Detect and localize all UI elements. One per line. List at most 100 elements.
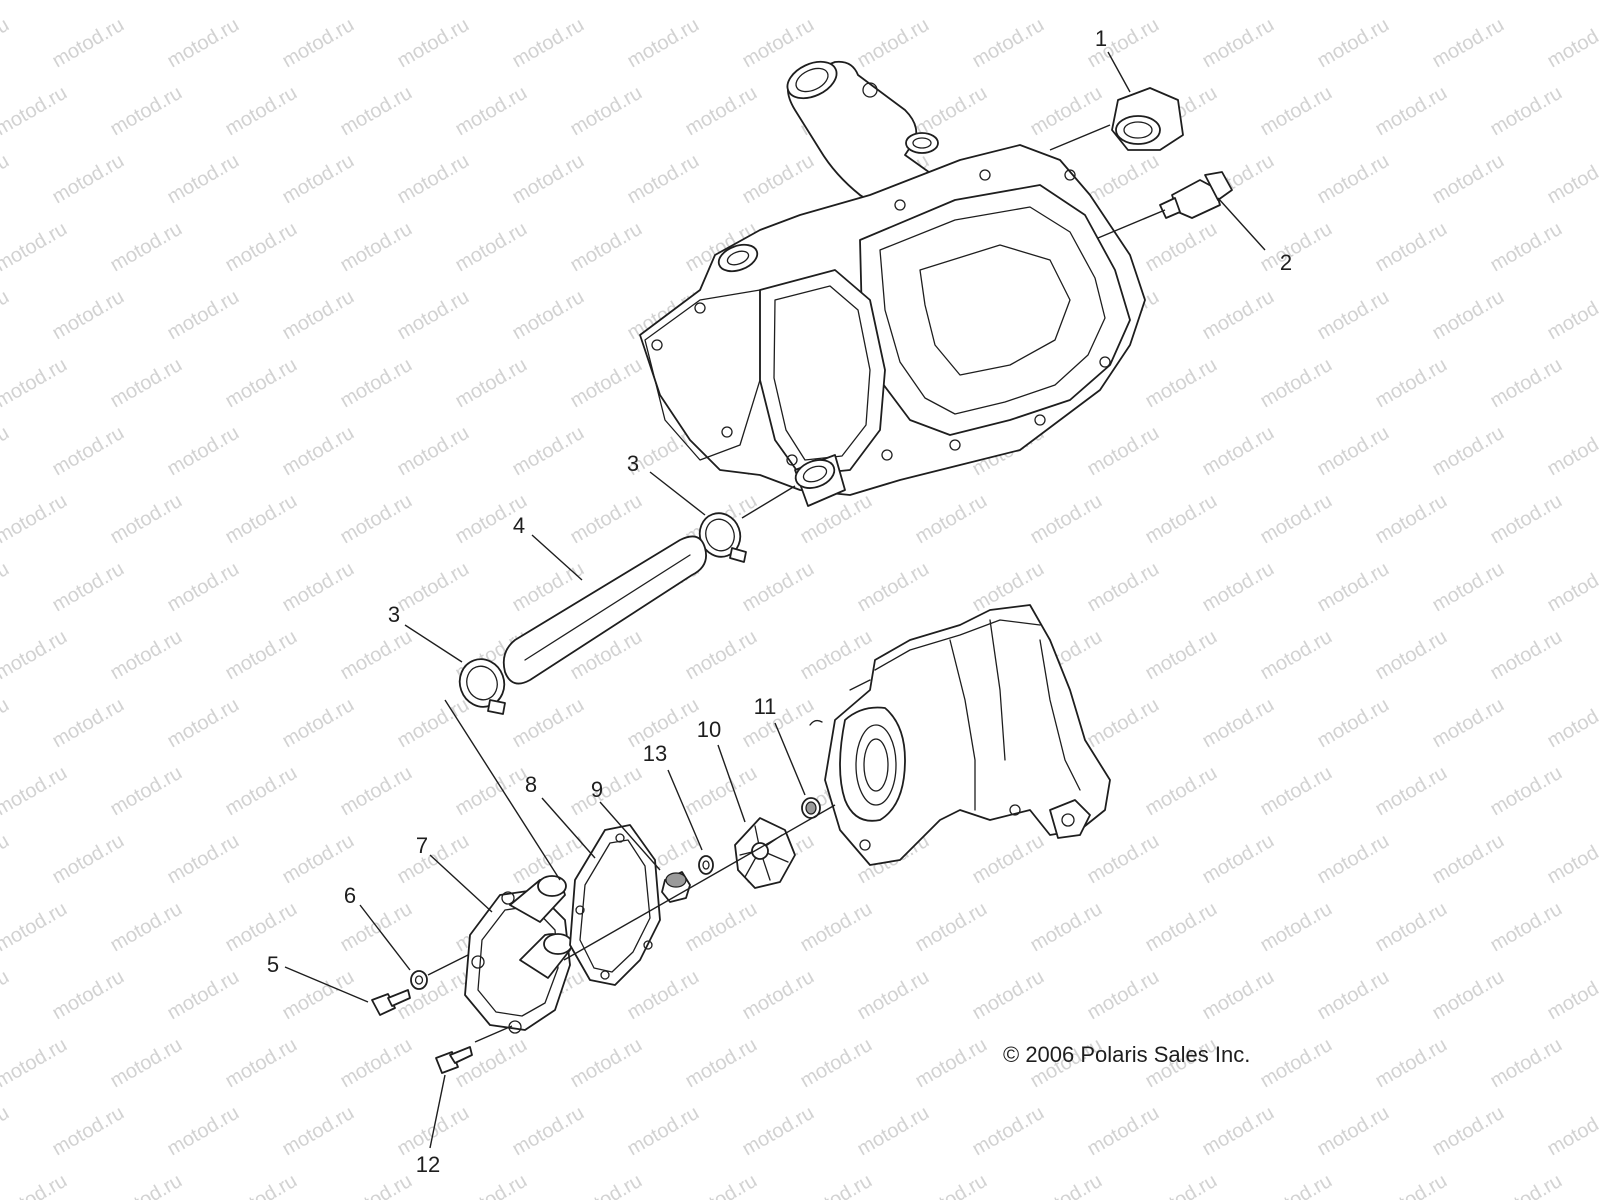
watermark-text: motod.ru bbox=[164, 286, 243, 345]
watermark-text: motod.ru bbox=[567, 82, 646, 141]
watermark-text: motod.ru bbox=[1199, 1102, 1278, 1161]
watermark-text: motod.ru bbox=[1544, 14, 1600, 73]
watermark-text: motod.ru bbox=[739, 14, 818, 73]
watermark-text: motod.ru bbox=[0, 762, 71, 821]
watermark-text: motod.ru bbox=[1544, 966, 1600, 1025]
watermark-text: motod.ru bbox=[107, 626, 186, 685]
watermark-text: motod.ru bbox=[1487, 1034, 1566, 1093]
watermark-text: motod.ru bbox=[452, 1170, 531, 1200]
watermark-text: motod.ru bbox=[337, 626, 416, 685]
watermark-text: motod.ru bbox=[452, 1034, 531, 1093]
watermark-text: motod.ru bbox=[1544, 830, 1600, 889]
assembly-lines bbox=[427, 124, 1166, 1043]
watermark-text: motod.ru bbox=[49, 422, 128, 481]
watermark-text: motod.ru bbox=[509, 150, 588, 209]
watermark-text: motod.ru bbox=[107, 762, 186, 821]
watermark-text: motod.ru bbox=[624, 966, 703, 1025]
watermark-text: motod.ru bbox=[1257, 82, 1336, 141]
crankcase-housing bbox=[809, 604, 1111, 866]
watermark-text: motod.ru bbox=[394, 830, 473, 889]
watermark-text: motod.ru bbox=[337, 1034, 416, 1093]
watermark-text: motod.ru bbox=[337, 354, 416, 413]
watermark-text: motod.ru bbox=[509, 422, 588, 481]
watermark-text: motod.ru bbox=[1084, 422, 1163, 481]
watermark-text: motod.ru bbox=[0, 966, 13, 1025]
callout-2: 2 bbox=[1280, 250, 1292, 275]
watermark-text: motod.ru bbox=[49, 150, 128, 209]
watermark-text: motod.ru bbox=[1257, 1034, 1336, 1093]
watermark-text: motod.ru bbox=[1199, 966, 1278, 1025]
watermark-text: motod.ru bbox=[1372, 1170, 1451, 1200]
watermark-text: motod.ru bbox=[1544, 422, 1600, 481]
watermark-text: motod.ru bbox=[107, 218, 186, 277]
watermark-text: motod.ru bbox=[0, 694, 13, 753]
callout-leaders bbox=[284, 51, 1266, 1149]
watermark-text: motod.ru bbox=[337, 218, 416, 277]
watermark-text: motod.ru bbox=[1257, 490, 1336, 549]
watermark-text: motod.ru bbox=[1142, 218, 1221, 277]
part-9-plug bbox=[661, 871, 691, 903]
watermark-text: motod.ru bbox=[912, 898, 991, 957]
watermark-text: motod.ru bbox=[1544, 286, 1600, 345]
watermark-text: motod.ru bbox=[279, 830, 358, 889]
callout-11: 11 bbox=[754, 694, 777, 719]
watermark-text: motod.ru bbox=[567, 1170, 646, 1200]
watermark-text: motod.ru bbox=[682, 1034, 761, 1093]
watermark-text: motod.ru bbox=[452, 354, 531, 413]
watermark-text: motod.ru bbox=[1142, 354, 1221, 413]
watermark-text: motod.ru bbox=[624, 150, 703, 209]
watermark-text: motod.ru bbox=[1257, 898, 1336, 957]
cylinder-head-assembly bbox=[639, 60, 1146, 507]
watermark-text: motod.ru bbox=[1084, 966, 1163, 1025]
watermark-text: motod.ru bbox=[1314, 966, 1393, 1025]
watermark-text: motod.ru bbox=[49, 558, 128, 617]
watermark-text: motod.ru bbox=[0, 286, 13, 345]
watermark-text: motod.ru bbox=[337, 82, 416, 141]
watermark-text: motod.ru bbox=[0, 150, 13, 209]
watermark-text: motod.ru bbox=[0, 218, 71, 277]
watermark-text: motod.ru bbox=[1487, 218, 1566, 277]
watermark-text: motod.ru bbox=[1429, 830, 1508, 889]
watermark-text: motod.ru bbox=[682, 626, 761, 685]
watermark-text: motod.ru bbox=[279, 150, 358, 209]
watermark-text: motod.ru bbox=[854, 1102, 933, 1161]
watermark-text: motod.ru bbox=[222, 1170, 301, 1200]
watermark-text: motod.ru bbox=[222, 762, 301, 821]
watermark-text: motod.ru bbox=[1487, 898, 1566, 957]
watermark-text: motod.ru bbox=[0, 626, 71, 685]
watermark-text: motod.ru bbox=[1027, 490, 1106, 549]
watermark-text: motod.ru bbox=[222, 0, 301, 4]
part-1-thermostat-cap bbox=[1111, 87, 1184, 151]
watermark-text: motod.ru bbox=[164, 150, 243, 209]
watermark-text: motod.ru bbox=[452, 762, 531, 821]
part-12-bolt bbox=[435, 1046, 473, 1074]
watermark-text: motod.ru bbox=[337, 490, 416, 549]
callout-5: 5 bbox=[267, 952, 279, 977]
watermark-text: motod.ru bbox=[1544, 150, 1600, 209]
watermark-text: motod.ru bbox=[0, 558, 13, 617]
watermark-text: motod.ru bbox=[279, 558, 358, 617]
watermark-text: motod.ru bbox=[1544, 1102, 1600, 1161]
watermark-text: motod.ru bbox=[1314, 286, 1393, 345]
watermark-text: motod.ru bbox=[1084, 1102, 1163, 1161]
watermark-text: motod.ru bbox=[1487, 1170, 1566, 1200]
callout-12: 12 bbox=[416, 1152, 440, 1177]
watermark-text: motod.ru bbox=[107, 898, 186, 957]
watermark-text: motod.ru bbox=[682, 762, 761, 821]
watermark-text: motod.ru bbox=[1199, 14, 1278, 73]
watermark-text: motod.ru bbox=[1257, 762, 1336, 821]
watermark-text: motod.ru bbox=[1084, 150, 1163, 209]
watermark-text: motod.ru bbox=[1027, 0, 1106, 4]
watermark-text: motod.ru bbox=[739, 150, 818, 209]
watermark-text: motod.ru bbox=[682, 898, 761, 957]
watermark-text: motod.ru bbox=[337, 1170, 416, 1200]
watermark-text: motod.ru bbox=[279, 422, 358, 481]
watermark-text: motod.ru bbox=[969, 1102, 1048, 1161]
watermark-text: motod.ru bbox=[452, 0, 531, 4]
watermark-text: motod.ru bbox=[624, 14, 703, 73]
watermark-text: motod.ru bbox=[1199, 694, 1278, 753]
watermark-text: motod.ru bbox=[164, 422, 243, 481]
watermark-text: motod.ru bbox=[567, 1034, 646, 1093]
watermark-text: motod.ru bbox=[394, 14, 473, 73]
